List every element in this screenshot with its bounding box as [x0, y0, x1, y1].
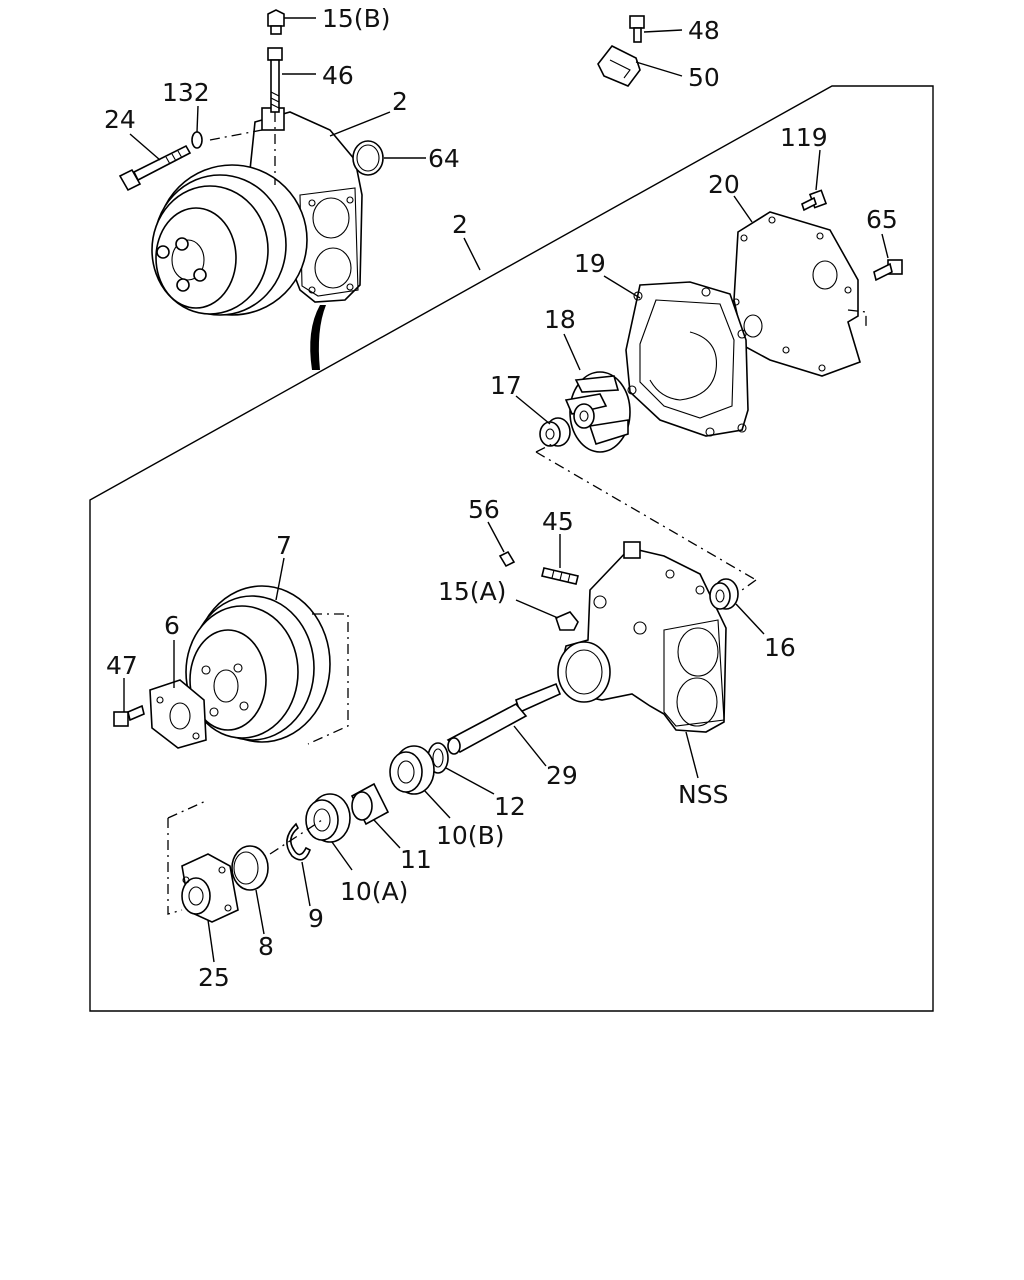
label-119: 119 — [780, 123, 828, 152]
label-15a: 15(A) — [438, 577, 506, 606]
pulley-7 — [185, 585, 349, 745]
label-2-box: 2 — [452, 210, 468, 239]
label-20: 20 — [708, 170, 740, 199]
label-64: 64 — [428, 144, 460, 173]
label-18: 18 — [544, 305, 576, 334]
bolt-24 — [118, 144, 192, 192]
clip-50 — [597, 44, 641, 87]
label-9: 9 — [308, 904, 324, 933]
label-6: 6 — [164, 611, 180, 640]
stud-45 — [541, 567, 579, 585]
gasket-19 — [625, 281, 749, 437]
seal-17 — [539, 417, 571, 447]
label-65: 65 — [866, 205, 898, 234]
impeller-18 — [564, 371, 631, 453]
bolt-46 — [267, 47, 283, 185]
label-29: 29 — [546, 761, 578, 790]
label-12: 12 — [494, 792, 526, 821]
label-47: 47 — [106, 651, 138, 680]
bearing-10b — [389, 745, 435, 795]
label-2-top: 2 — [392, 87, 408, 116]
label-25: 25 — [198, 963, 230, 992]
label-11: 11 — [400, 845, 432, 874]
assembled-water-pump — [151, 107, 363, 370]
flange-25 — [181, 853, 239, 923]
nipple-15b — [267, 9, 285, 35]
label-8: 8 — [258, 932, 274, 961]
snap-ring-9 — [286, 822, 312, 861]
label-46: 46 — [322, 61, 354, 90]
label-15b: 15(B) — [322, 4, 390, 33]
seal-16 — [709, 578, 739, 610]
label-48: 48 — [688, 16, 720, 45]
label-10b: 10(B) — [436, 821, 504, 850]
assembly-frame — [89, 85, 934, 1012]
label-45: 45 — [542, 507, 574, 536]
seal-8 — [231, 845, 269, 891]
plate-6 — [149, 679, 207, 749]
label-17: 17 — [490, 371, 522, 400]
plug-15a — [555, 611, 579, 631]
washer-132 — [191, 131, 203, 149]
label-19: 19 — [574, 249, 606, 278]
bearing-10a — [305, 793, 351, 843]
label-132: 132 — [162, 78, 210, 107]
cover-plate-20 — [732, 211, 867, 377]
label-10a: 10(A) — [340, 877, 408, 906]
shaft-29 — [446, 682, 562, 755]
bolt-119 — [801, 189, 828, 212]
leader-lines — [123, 17, 889, 963]
label-56: 56 — [468, 495, 500, 524]
bolt-65 — [873, 259, 903, 282]
label-24: 24 — [104, 105, 136, 134]
o-ring-64 — [352, 140, 384, 176]
stud-56 — [498, 550, 516, 568]
part-labels: 15(B) 46 48 50 132 24 2 64 119 20 2 65 1… — [104, 4, 898, 992]
spacer-11 — [350, 782, 390, 826]
label-16: 16 — [764, 633, 796, 662]
label-50: 50 — [688, 63, 720, 92]
label-nss: NSS — [678, 780, 728, 809]
bolt-47 — [113, 704, 145, 727]
label-7: 7 — [276, 531, 292, 560]
pump-housing-nss — [557, 541, 727, 733]
bolt-48 — [629, 15, 645, 43]
